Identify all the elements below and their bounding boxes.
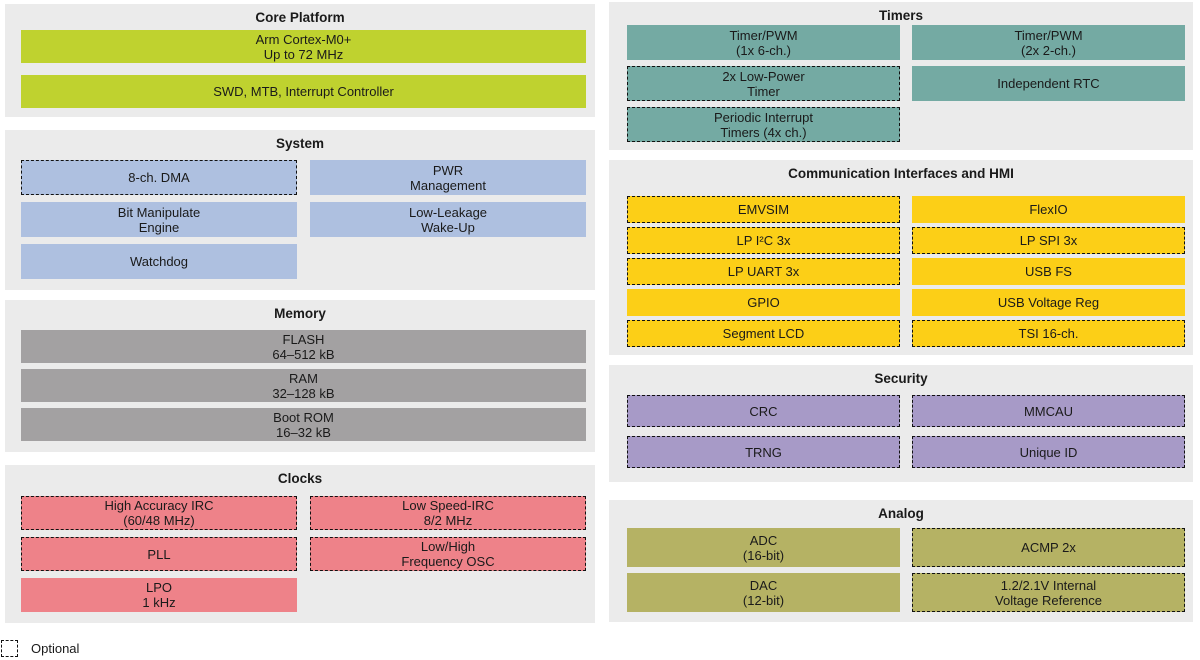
section-title-communication-interfaces-and-hmi: Communication Interfaces and HMI: [788, 166, 1014, 181]
section-title-memory: Memory: [274, 306, 326, 321]
block-watchdog: Watchdog: [21, 244, 297, 279]
section-core-platform: Core Platform Arm Cortex-M0+ Up to 72 MH…: [5, 4, 595, 117]
block-flash-64-512-kb: FLASH 64–512 kB: [21, 330, 586, 363]
block-tsi-16-ch: TSI 16-ch.: [912, 320, 1185, 347]
section-title-timers: Timers: [878, 8, 924, 23]
section-title-core-platform: Core Platform: [255, 10, 345, 25]
section-blocks: EMVSIM FlexIO LP I²C 3x LP SPI 3x LP UART 3x…: [609, 196, 1193, 347]
block-1-2-2-1v-internal-voltage-reference: 1.2/2.1V Internal Voltage Reference: [912, 573, 1185, 612]
block-adc-16-bit: ADC (16-bit): [627, 528, 900, 567]
empty-cell: [310, 244, 586, 279]
section-title-analog: Analog: [878, 506, 924, 521]
section-blocks: FLASH 64–512 kB RAM 32–128 kB Boot ROM 16–…: [5, 330, 595, 441]
block-gpio: GPIO: [627, 289, 900, 316]
block-arm-cortex-m0-up-to-72-mhz: Arm Cortex-M0+ Up to 72 MHz: [21, 30, 586, 63]
block-low-speed-irc-8-2-mhz: Low Speed-IRC 8/2 MHz: [310, 496, 586, 530]
block-8-ch-dma: 8-ch. DMA: [21, 160, 297, 195]
block-emvsim: EMVSIM: [627, 196, 900, 223]
legend-label: Optional: [31, 641, 80, 656]
block-pwr-management: PWR Management: [310, 160, 586, 195]
block-boot-rom-16-32-kb: Boot ROM 16–32 kB: [21, 408, 586, 441]
section-blocks: ADC (16-bit) ACMP 2x DAC (12-bit) 1.2/2.1V …: [609, 528, 1193, 612]
section-communication-interfaces-and-hmi: Communication Interfaces and HMI EMVSIM F…: [609, 160, 1193, 355]
block-trng: TRNG: [627, 436, 900, 468]
empty-cell: [912, 107, 1185, 142]
block-timer-pwm-2x-2-ch: Timer/PWM (2x 2-ch.): [912, 25, 1185, 60]
block-usb-voltage-reg: USB Voltage Reg: [912, 289, 1185, 316]
block-unique-id: Unique ID: [912, 436, 1185, 468]
section-analog: Analog ADC (16-bit) ACMP 2x DAC (12-bit) 1.…: [609, 500, 1193, 622]
empty-cell: [310, 578, 586, 612]
block-segment-lcd: Segment LCD: [627, 320, 900, 347]
section-blocks: High Accuracy IRC (60/48 MHz) Low Speed-I…: [5, 496, 595, 612]
block-lp-uart-3x: LP UART 3x: [627, 258, 900, 285]
block-independent-rtc: Independent RTC: [912, 66, 1185, 101]
block-2x-low-power-timer: 2x Low-Power Timer: [627, 66, 900, 101]
section-timers: Timers Timer/PWM (1x 6-ch.) Timer/PWM (2x…: [609, 2, 1193, 150]
section-blocks: Timer/PWM (1x 6-ch.) Timer/PWM (2x 2-ch.)…: [609, 25, 1193, 142]
block-lpo-1-khz: LPO 1 kHz: [21, 578, 297, 612]
section-memory: Memory FLASH 64–512 kB RAM 32–128 kB Boot …: [5, 300, 595, 452]
legend: Optional: [1, 640, 79, 657]
block-ram-32-128-kb: RAM 32–128 kB: [21, 369, 586, 402]
block-timer-pwm-1x-6-ch: Timer/PWM (1x 6-ch.): [627, 25, 900, 60]
block-swd-mtb-interrupt-controller: SWD, MTB, Interrupt Controller: [21, 75, 586, 108]
block-bit-manipulate-engine: Bit Manipulate Engine: [21, 202, 297, 237]
block-acmp-2x: ACMP 2x: [912, 528, 1185, 567]
block-crc: CRC: [627, 395, 900, 427]
block-flexio: FlexIO: [912, 196, 1185, 223]
block-dac-12-bit: DAC (12-bit): [627, 573, 900, 612]
section-title-clocks: Clocks: [277, 471, 323, 486]
block-periodic-interrupt-timers-4x-ch: Periodic Interrupt Timers (4x ch.): [627, 107, 900, 142]
block-mmcau: MMCAU: [912, 395, 1185, 427]
section-clocks: Clocks High Accuracy IRC (60/48 MHz) Low …: [5, 465, 595, 623]
block-low-leakage-wake-up: Low-Leakage Wake-Up: [310, 202, 586, 237]
optional-dashed-box-icon: [1, 640, 18, 657]
block-lp-i-c-3x: LP I²C 3x: [627, 227, 900, 254]
block-high-accuracy-irc-60-48-mhz: High Accuracy IRC (60/48 MHz): [21, 496, 297, 530]
block-low-high-frequency-osc: Low/High Frequency OSC: [310, 537, 586, 571]
section-title-system: System: [275, 136, 325, 151]
section-blocks: CRC MMCAU TRNG Unique ID: [609, 395, 1193, 468]
block-pll: PLL: [21, 537, 297, 571]
section-security: Security CRC MMCAU TRNG Unique ID: [609, 365, 1193, 482]
block-usb-fs: USB FS: [912, 258, 1185, 285]
block-lp-spi-3x: LP SPI 3x: [912, 227, 1185, 254]
section-title-security: Security: [874, 371, 928, 386]
